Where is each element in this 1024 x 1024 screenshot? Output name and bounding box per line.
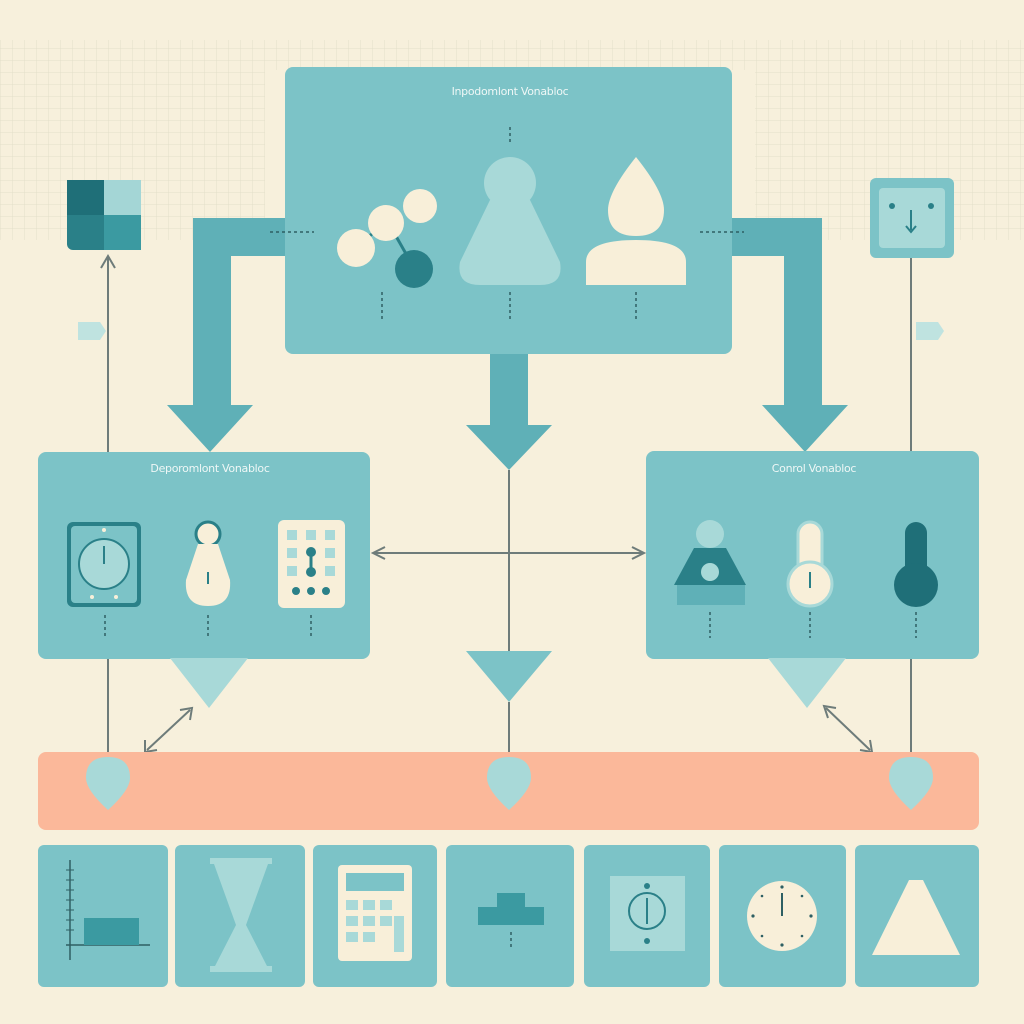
independent-variables-title: Inpodomlont Vonabloc	[451, 85, 569, 98]
monitor-icon	[870, 178, 954, 258]
thermometer-light-icon	[786, 520, 834, 608]
stopwatch-icon	[67, 522, 141, 607]
arrow-center-down	[466, 352, 552, 470]
band-pin-center	[487, 757, 531, 810]
band-pin-left	[86, 757, 130, 810]
funnel-icon	[855, 845, 979, 987]
clock-icon	[719, 845, 846, 987]
flask-icon	[459, 157, 561, 285]
result-band	[38, 752, 979, 830]
dependent-pointer	[170, 658, 248, 708]
bar-chart-icon	[38, 845, 168, 987]
right-tag-icon	[916, 322, 944, 340]
arrow-to-dependent	[167, 218, 290, 452]
droplet-icon	[586, 157, 686, 285]
hourglass-icon	[175, 845, 305, 987]
left-connector	[100, 254, 116, 452]
beaker-icon	[674, 520, 746, 605]
molecule-icon	[337, 189, 437, 288]
dependent-variables-panel	[38, 452, 370, 708]
center-down-triangle	[466, 651, 552, 702]
left-tag-icon	[78, 322, 106, 340]
arrow-to-control	[725, 218, 848, 452]
control-variables-panel	[646, 451, 979, 708]
pendulum-icon	[185, 520, 231, 606]
thermometer-dark-icon	[894, 522, 938, 607]
bottom-tiles	[38, 845, 979, 987]
control-variables-title: Conrol Vonabloc	[771, 462, 857, 475]
quadrant-icon	[67, 180, 141, 250]
dependent-variables-title: Deporomlont Vonabloc	[150, 462, 270, 475]
grid-texture-top	[265, 40, 755, 70]
timer-icon	[584, 845, 710, 987]
control-pointer	[768, 658, 846, 708]
independent-variables-panel	[270, 67, 744, 354]
grid-panel-icon	[278, 520, 345, 608]
calculator-icon	[313, 845, 437, 987]
balance-icon	[446, 845, 574, 987]
band-pin-right	[889, 757, 933, 810]
